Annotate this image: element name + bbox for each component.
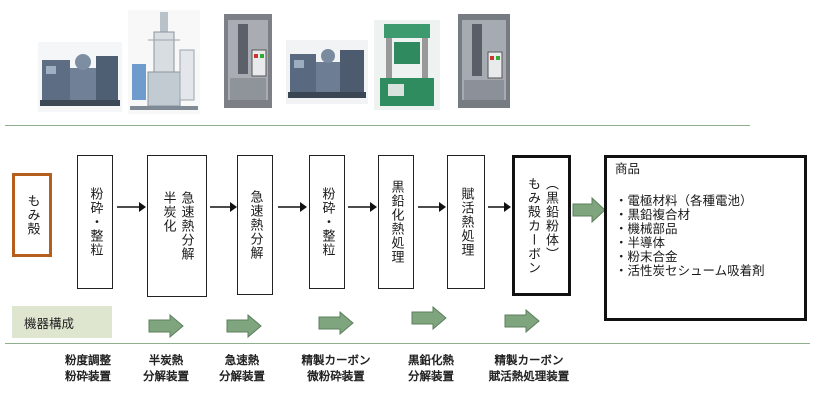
carbon-label-a: （黒鉛粉体） [543,176,558,261]
flow-arrow-6 [488,202,511,212]
equipment-label-2-line2: 分解装置 [143,369,189,383]
flow-arrow-5 [418,202,446,212]
equipment-label-4-line2: 微粉砕装置 [307,369,365,383]
product-item: ・活性炭セシューム吸着剤 [615,263,765,278]
flow-arrow-2 [210,202,237,212]
equipment-photo-1 [38,42,122,112]
equipment-arrow-5 [504,309,540,333]
flow-arrow-3 [278,202,307,212]
step-box-1: 粉砕・整粒 [77,155,113,289]
flow-arrow-1 [117,202,146,212]
equipment-photo-2 [128,10,200,114]
step-label-2b: 半炭化 [160,191,176,233]
step-label-5: 黒鉛化熱処理 [388,180,404,264]
equipment-photo-4 [286,40,368,104]
carbon-label-b: もみ殻カーボン [525,176,540,275]
equipment-header: 機器構成 [12,306,112,338]
equipment-arrow-3 [318,311,354,335]
product-item: ・粉末合金 [615,249,678,264]
step-label-6: 賦活熱処理 [458,187,474,257]
equipment-arrow-4 [411,306,447,330]
step-box-3: 急速熱分解 [237,155,273,295]
step-box-5: 黒鉛化熱処理 [378,155,414,289]
step-label-1: 粉砕・整粒 [87,187,103,257]
equipment-arrow-2 [226,314,262,338]
equipment-label-6-line1: 精製カーボン [494,353,564,367]
equipment-label-6: 精製カーボン 賦活熱処理装置 [474,352,584,384]
equipment-label-4-line1: 精製カーボン [301,353,371,367]
equipment-label-5-line2: 分解装置 [408,369,454,383]
equipment-label-1-line1: 粉度調整 [65,353,111,367]
equipment-label-2-line1: 半炭熱 [148,353,184,367]
equipment-label-3-line2: 分解装置 [219,369,265,383]
equipment-label-3: 急速熱 分解装置 [210,352,274,384]
source-box: もみ殻 [12,173,52,257]
equipment-label-1: 粉度調整 粉砕装置 [58,352,118,384]
equipment-label-2: 半炭熱 分解装置 [134,352,198,384]
step-label-2a: 急速熱分解 [178,191,194,261]
step-box-2: 急速熱分解 半炭化 [147,155,207,297]
flow-arrow-4 [348,202,377,212]
step-box-6: 賦活熱処理 [447,155,485,289]
equipment-label-1-line2: 粉砕装置 [65,369,111,383]
step-box-4: 粉砕・整粒 [309,155,345,289]
step-label-3: 急速熱分解 [247,190,263,260]
products-box: 商品 ・電極材料（各種電池） ・黒鉛複合材 ・機械部品 ・半導体 ・粉末合金 ・… [604,155,807,321]
equipment-photo-5 [374,20,440,110]
step-label-4: 粉砕・整粒 [319,187,335,257]
product-item: ・黒鉛複合材 [615,207,691,222]
equipment-photo-3 [224,14,272,108]
equipment-label-4: 精製カーボン 微粉砕装置 [294,352,378,384]
source-label: もみ殻 [24,194,40,236]
product-item: ・機械部品 [615,221,678,236]
bottom-divider [5,343,810,344]
equipment-label-3-line1: 急速熱 [224,353,260,367]
equipment-label-5: 黒鉛化熱 分解装置 [396,352,466,384]
equipment-photo-6 [458,14,510,108]
equipment-label-6-line2: 賦活熱処理装置 [488,369,570,383]
equipment-label-5-line1: 黒鉛化熱 [408,353,454,367]
carbon-product-box: （黒鉛粉体） もみ殻カーボン [512,155,571,296]
products-list: ・電極材料（各種電池） ・黒鉛複合材 ・機械部品 ・半導体 ・粉末合金 ・活性炭… [615,194,796,278]
equipment-header-label: 機器構成 [24,315,75,331]
product-item: ・半導体 [615,235,666,250]
products-title: 商品 [615,161,641,176]
to-products-arrow [572,197,606,223]
top-divider [5,125,750,126]
equipment-arrow-1 [148,314,184,338]
product-item: ・電極材料（各種電池） [615,193,753,208]
